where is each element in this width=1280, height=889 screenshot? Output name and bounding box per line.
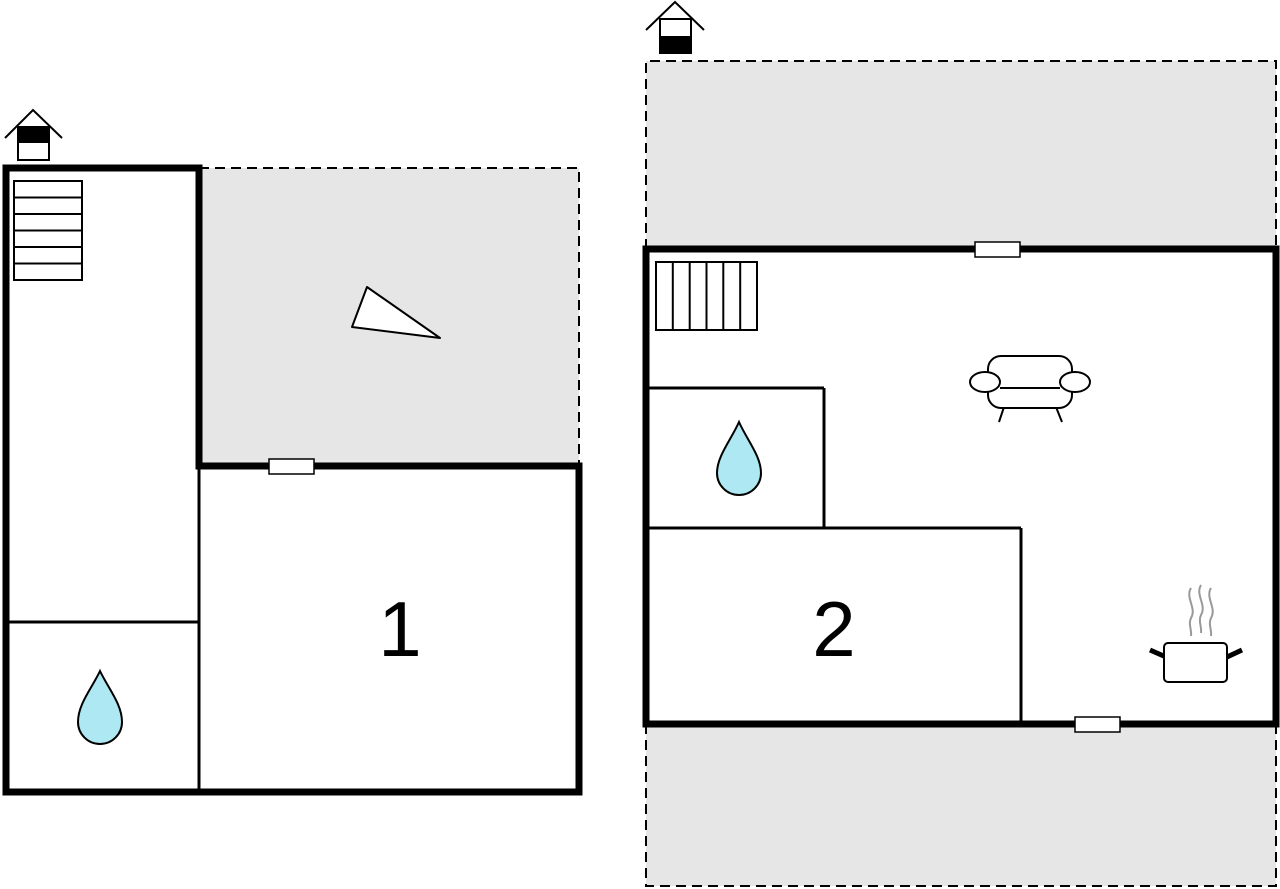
interior-wall: [646, 386, 1023, 724]
window-icon: [1074, 716, 1121, 733]
terrace-triangle-icon: [351, 286, 441, 339]
terrace-area: [645, 60, 1277, 249]
exterior-wall: [2, 164, 583, 796]
exterior-wall: [642, 245, 1280, 728]
house-entrance-icon: [4, 108, 63, 161]
floor-plan-2: 2: [642, 0, 1280, 887]
house-entrance-icon: [645, 0, 705, 54]
staircase-icon: [655, 261, 758, 331]
room-number-label: 2: [812, 585, 855, 673]
terrace-area: [645, 724, 1277, 887]
bathroom-drop-icon: [715, 419, 763, 496]
sofa-icon: [969, 355, 1091, 423]
bathroom-drop-icon: [76, 668, 124, 745]
kitchen-pot-icon: [1148, 584, 1244, 683]
floor-plan-1: 1: [2, 108, 583, 796]
window-icon: [974, 241, 1021, 258]
window-icon: [268, 458, 315, 475]
room-number-label: 1: [378, 585, 421, 673]
staircase-icon: [13, 180, 83, 281]
